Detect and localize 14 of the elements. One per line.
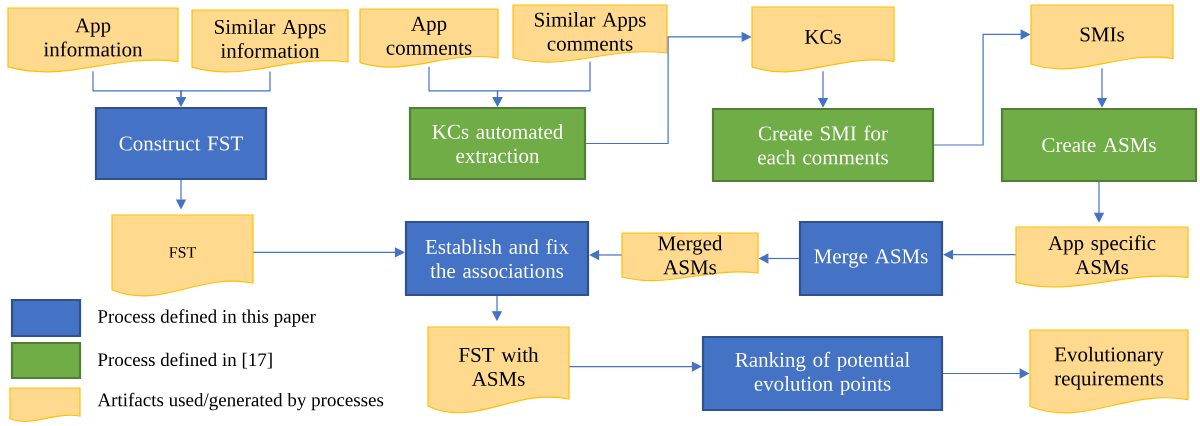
process-box: Create ASMs [1000, 107, 1198, 183]
arrow [943, 249, 1017, 260]
process-box: KCs automated extraction [408, 106, 587, 181]
legend-text: Process defined in [17] [97, 352, 272, 369]
arrow [568, 361, 702, 372]
process-box: Establish and fix the associations [404, 220, 590, 297]
process-box: Merge ASMs [798, 220, 944, 297]
process-box: Ranking of potential evolution points [701, 335, 944, 412]
arrow [492, 61, 591, 107]
process-box: Create SMI for each comments [711, 107, 935, 183]
arrow [252, 247, 405, 258]
legend-text: Process defined in this paper [97, 309, 316, 327]
legend-text: Artifacts used/generated by processes [97, 392, 384, 411]
process-box: Construct FST [94, 106, 268, 181]
